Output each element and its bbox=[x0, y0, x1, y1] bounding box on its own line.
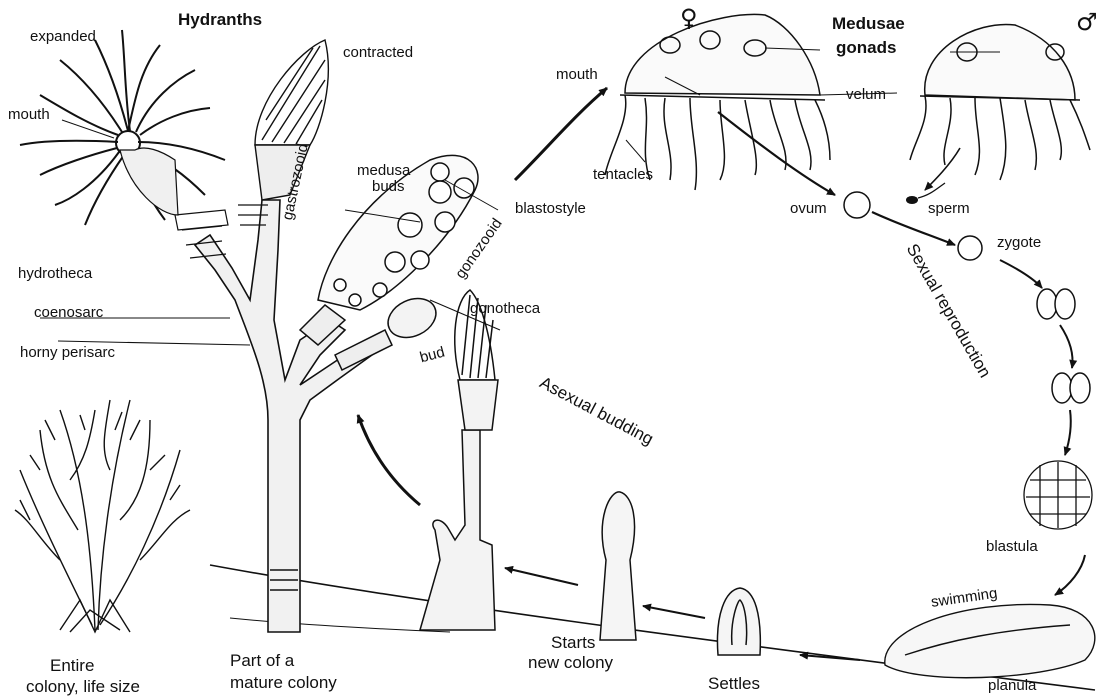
arrow-settles-to-starts bbox=[643, 606, 705, 618]
arrow-sperm bbox=[925, 148, 960, 190]
mouth-label-medusa: mouth bbox=[556, 66, 598, 83]
velum-label: velum bbox=[846, 86, 886, 103]
arrow-starts-to-budding bbox=[505, 568, 578, 585]
female-symbol: ♀ bbox=[680, 6, 698, 30]
entire-colony-sketch bbox=[15, 400, 190, 632]
blastostyle-label: blastostyle bbox=[515, 200, 586, 217]
arrow-two-to-four bbox=[1060, 325, 1073, 368]
contracted-label: contracted bbox=[343, 44, 413, 61]
medusa-buds-label-line2: buds bbox=[372, 178, 405, 195]
ovum-label: ovum bbox=[790, 200, 827, 217]
hydranths-title: Hydranths bbox=[178, 10, 262, 30]
coenosarc-label: coenosarc bbox=[34, 304, 103, 321]
budding-polyp bbox=[420, 290, 498, 630]
mature-colony-caption-line2: mature colony bbox=[230, 672, 337, 693]
new-colony-polyp bbox=[600, 492, 636, 640]
four-cell-stage bbox=[1052, 373, 1090, 403]
tentacles-label: tentacles bbox=[593, 166, 653, 183]
mouth-label-left: mouth bbox=[8, 106, 50, 123]
hydrotheca-label: hydrotheca bbox=[18, 265, 92, 282]
medusa-buds-label-line1: medusa bbox=[357, 162, 410, 179]
entire-colony-caption-line2: colony, life size bbox=[26, 676, 140, 697]
blastula-label: blastula bbox=[986, 538, 1038, 555]
blastula-cell bbox=[1024, 461, 1092, 529]
arrow-budding-to-colony bbox=[358, 415, 420, 505]
expanded-hydranth bbox=[20, 30, 225, 225]
entire-colony-caption-line1: Entire bbox=[50, 655, 94, 676]
arrow-blastula-to-planula bbox=[1055, 555, 1085, 595]
male-symbol: ♂ bbox=[1076, 10, 1098, 34]
arrow-zygote-to-two bbox=[1000, 260, 1042, 288]
gonads-label: gonads bbox=[836, 38, 896, 58]
expanded-label: expanded bbox=[30, 28, 96, 45]
sperm-label: sperm bbox=[928, 200, 970, 217]
mature-colony-caption-line1: Part of a bbox=[230, 650, 294, 671]
zygote-label: zygote bbox=[997, 234, 1041, 251]
planula-label: planula bbox=[988, 677, 1036, 694]
male-medusa bbox=[910, 24, 1090, 180]
female-medusa bbox=[605, 14, 830, 190]
ovum-cell bbox=[844, 192, 870, 218]
medusae-title: Medusae bbox=[832, 14, 905, 34]
horny-perisarc-label: horny perisarc bbox=[20, 344, 115, 361]
planula-larva bbox=[885, 604, 1095, 677]
zygote-cell bbox=[958, 236, 982, 260]
gonotheca-label: gonotheca bbox=[470, 300, 540, 317]
settling-polyp bbox=[717, 588, 760, 655]
starts-label-line1: Starts bbox=[551, 632, 595, 653]
two-cell-stage bbox=[1037, 289, 1075, 319]
starts-label-line2: new colony bbox=[528, 652, 613, 673]
settles-label: Settles bbox=[708, 673, 760, 694]
arrow-four-to-blastula bbox=[1065, 410, 1071, 455]
